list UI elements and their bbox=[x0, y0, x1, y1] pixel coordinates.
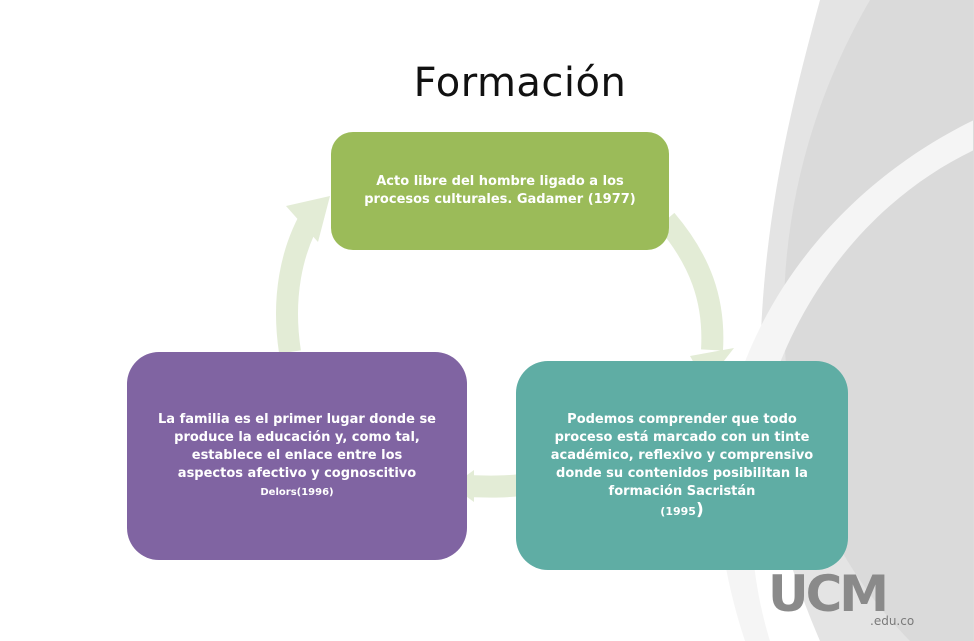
cycle-node-top: Acto libre del hombre ligado a los proce… bbox=[331, 132, 669, 250]
cycle-node-left-text: La familia es el primer lugar donde se p… bbox=[158, 411, 436, 481]
arrow-top-right bbox=[657, 212, 724, 351]
arrowhead-left-up bbox=[286, 196, 330, 242]
slide-title: Formación bbox=[413, 60, 627, 106]
cycle-node-right: Podemos comprender que todo proceso está… bbox=[516, 361, 848, 570]
cycle-node-right-text: Podemos comprender que todo proceso está… bbox=[550, 411, 814, 499]
ucm-logo-text: UCM bbox=[768, 565, 889, 623]
cycle-node-top-text: Acto libre del hombre ligado a los proce… bbox=[364, 174, 636, 207]
ucm-logo-domain: .edu.co bbox=[870, 614, 915, 628]
cycle-node-right-year: 1995 bbox=[665, 504, 696, 518]
ucm-logo: UCM .edu.co bbox=[768, 569, 918, 629]
cycle-node-left-content: La familia es el primer lugar donde se p… bbox=[157, 411, 437, 502]
cycle-node-right-close-paren: ) bbox=[695, 499, 704, 520]
cycle-node-left-citation: Delors(1996) bbox=[260, 486, 334, 498]
cycle-node-left: La familia es el primer lugar donde se p… bbox=[127, 352, 467, 560]
arrow-bottom bbox=[467, 474, 522, 498]
cycle-node-right-open-paren: ( bbox=[660, 504, 666, 518]
cycle-node-right-content: Podemos comprender que todo proceso está… bbox=[544, 411, 820, 521]
